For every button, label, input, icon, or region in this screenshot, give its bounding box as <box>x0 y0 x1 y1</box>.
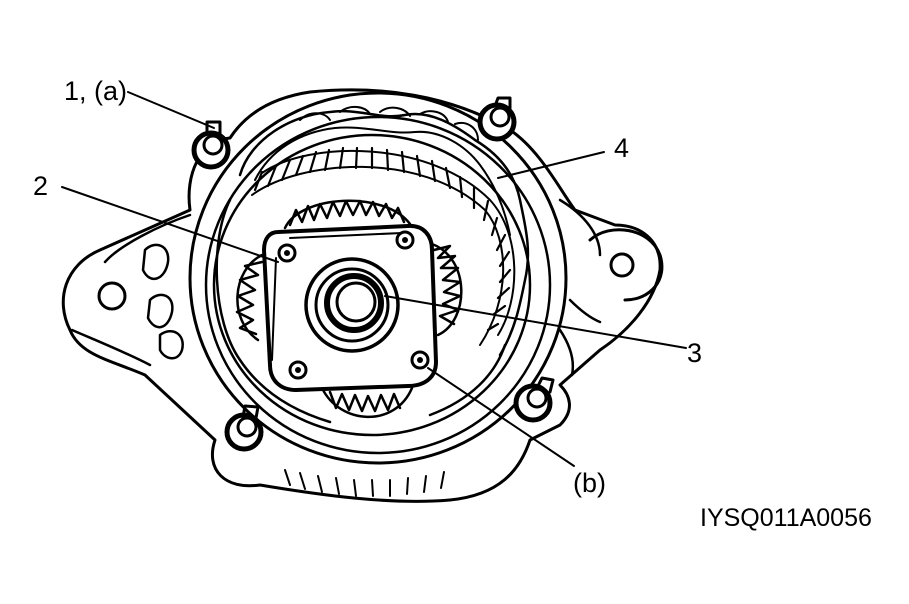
leader-b <box>427 367 575 467</box>
leader-1 <box>127 91 215 129</box>
stator-coil <box>238 106 530 357</box>
through-bolt <box>224 404 264 452</box>
through-bolt <box>513 376 555 423</box>
mount-ear-right <box>588 228 664 302</box>
callout-3: 3 <box>687 338 702 368</box>
through-bolt <box>191 120 231 170</box>
callout-4: 4 <box>614 133 629 163</box>
leader-4 <box>497 151 605 179</box>
mount-hole-right <box>609 252 635 278</box>
callout-1a: 1, (a) <box>64 76 127 106</box>
callout-b: (b) <box>573 468 606 498</box>
callout-2: 2 <box>33 171 48 201</box>
leader-lines <box>61 91 687 467</box>
mount-hole-left <box>97 281 127 311</box>
bearing <box>304 257 400 353</box>
leader-2 <box>61 186 279 263</box>
leader-3 <box>384 295 687 349</box>
through-bolt <box>477 96 517 142</box>
housing-rings <box>188 91 568 465</box>
figure-id: IYSQ011A0056 <box>700 504 872 532</box>
retainer-screws <box>277 230 430 380</box>
